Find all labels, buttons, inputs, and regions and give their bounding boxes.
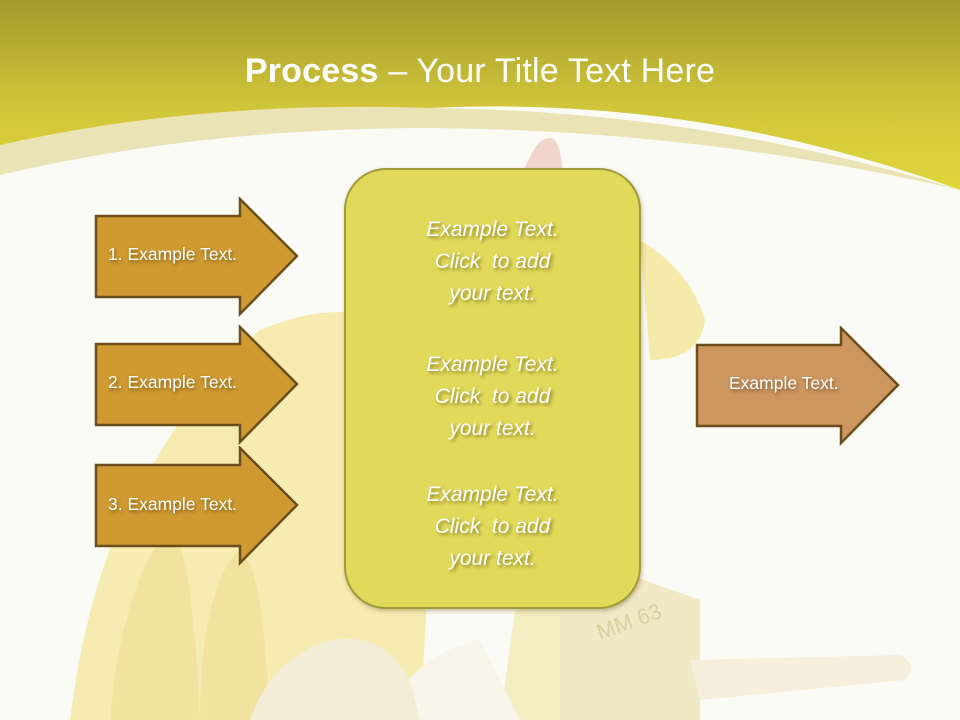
right-arrow[interactable]: Example Text. [695,326,901,446]
title-rest: – Your Title Text Here [378,52,716,90]
left-arrow-2-label: 2. Example Text. [108,372,238,392]
block-line: Example Text. [426,353,559,376]
arrow-right-icon [94,325,299,445]
center-text-block-3[interactable]: Example Text. Click to add your text. [346,479,639,575]
header-arc [0,106,960,190]
title-bold: Process [244,52,379,90]
left-arrow-2[interactable]: 2. Example Text. [94,325,300,445]
block-line: your text. [449,417,536,440]
block-line: your text. [449,547,536,570]
slide-title[interactable]: Process – Your Title Text Here [0,52,960,91]
arrow-right-icon [94,197,299,317]
block-line: Click to add [434,250,551,273]
block-line: Click to add [434,515,551,538]
center-text-block-1[interactable]: Example Text. Click to add your text. [346,214,639,310]
left-arrow-3[interactable]: 3. Example Text. [94,446,300,566]
block-line: Click to add [434,385,551,408]
block-line: Example Text. [426,218,559,241]
left-arrow-1-label: 1. Example Text. [108,244,238,264]
center-text-block-2[interactable]: Example Text. Click to add your text. [346,349,639,445]
block-line: Example Text. [426,483,559,506]
right-arrow-label: Example Text. [729,373,839,393]
arrow-right-icon [94,446,299,566]
center-text-box[interactable]: Example Text. Click to add your text. Ex… [344,168,641,609]
left-arrow-1[interactable]: 1. Example Text. [94,197,300,317]
arrow-right-icon [695,326,900,446]
block-line: your text. [449,282,536,305]
left-arrow-3-label: 3. Example Text. [108,494,238,514]
header-band [0,0,960,190]
